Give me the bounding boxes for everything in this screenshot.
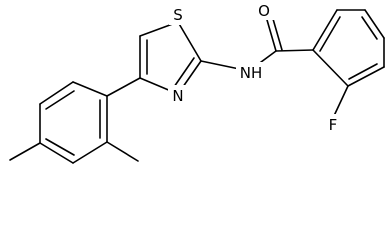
atom-labels: O S N NH F xyxy=(168,0,342,134)
bond-fbenzene-6 xyxy=(312,49,349,87)
fluorine-label: F xyxy=(329,116,338,134)
bond-fbenzene-5-inner xyxy=(348,63,378,80)
bonds xyxy=(9,9,385,164)
chemical-structure: O S N NH F xyxy=(9,0,385,164)
bond-aryl-5 xyxy=(72,141,108,164)
bond-carbonyl-ring xyxy=(275,49,314,52)
amide-nh-label: NH xyxy=(240,64,263,82)
bond-methyl-ortho xyxy=(106,141,139,162)
bond-methyl-para xyxy=(9,142,41,161)
sulfur-atom: S xyxy=(169,5,187,25)
bond-c-f xyxy=(332,85,349,119)
bond-fbenzene-5 xyxy=(347,66,385,87)
amide-nh-atom: NH xyxy=(236,62,266,82)
oxygen-atom: O xyxy=(253,0,275,20)
bond-thiazole-s-c2 xyxy=(177,21,202,62)
bond-aryl-4 xyxy=(39,142,74,164)
bond-aryl-2-inner xyxy=(45,90,75,110)
ring-nitrogen-atom: N xyxy=(168,85,188,105)
bond-aryl-thiazole xyxy=(106,77,141,97)
ring-nitrogen-label: N xyxy=(172,87,183,105)
bond-aryl-4-inner xyxy=(45,138,75,156)
bond-fbenzene-3-inner xyxy=(361,16,378,40)
bond-fbenzene-1 xyxy=(312,9,338,51)
bond-thiazole-c2-n-inner xyxy=(173,57,195,88)
sulfur-label: S xyxy=(173,6,183,24)
bond-fbenzene-1-inner xyxy=(319,16,341,52)
bond-aryl-1 xyxy=(72,81,108,97)
bond-fbenzene-3 xyxy=(364,9,385,39)
bond-aryl-2 xyxy=(39,81,74,105)
oxygen-label: O xyxy=(258,2,270,20)
fluorine-atom: F xyxy=(324,114,342,134)
